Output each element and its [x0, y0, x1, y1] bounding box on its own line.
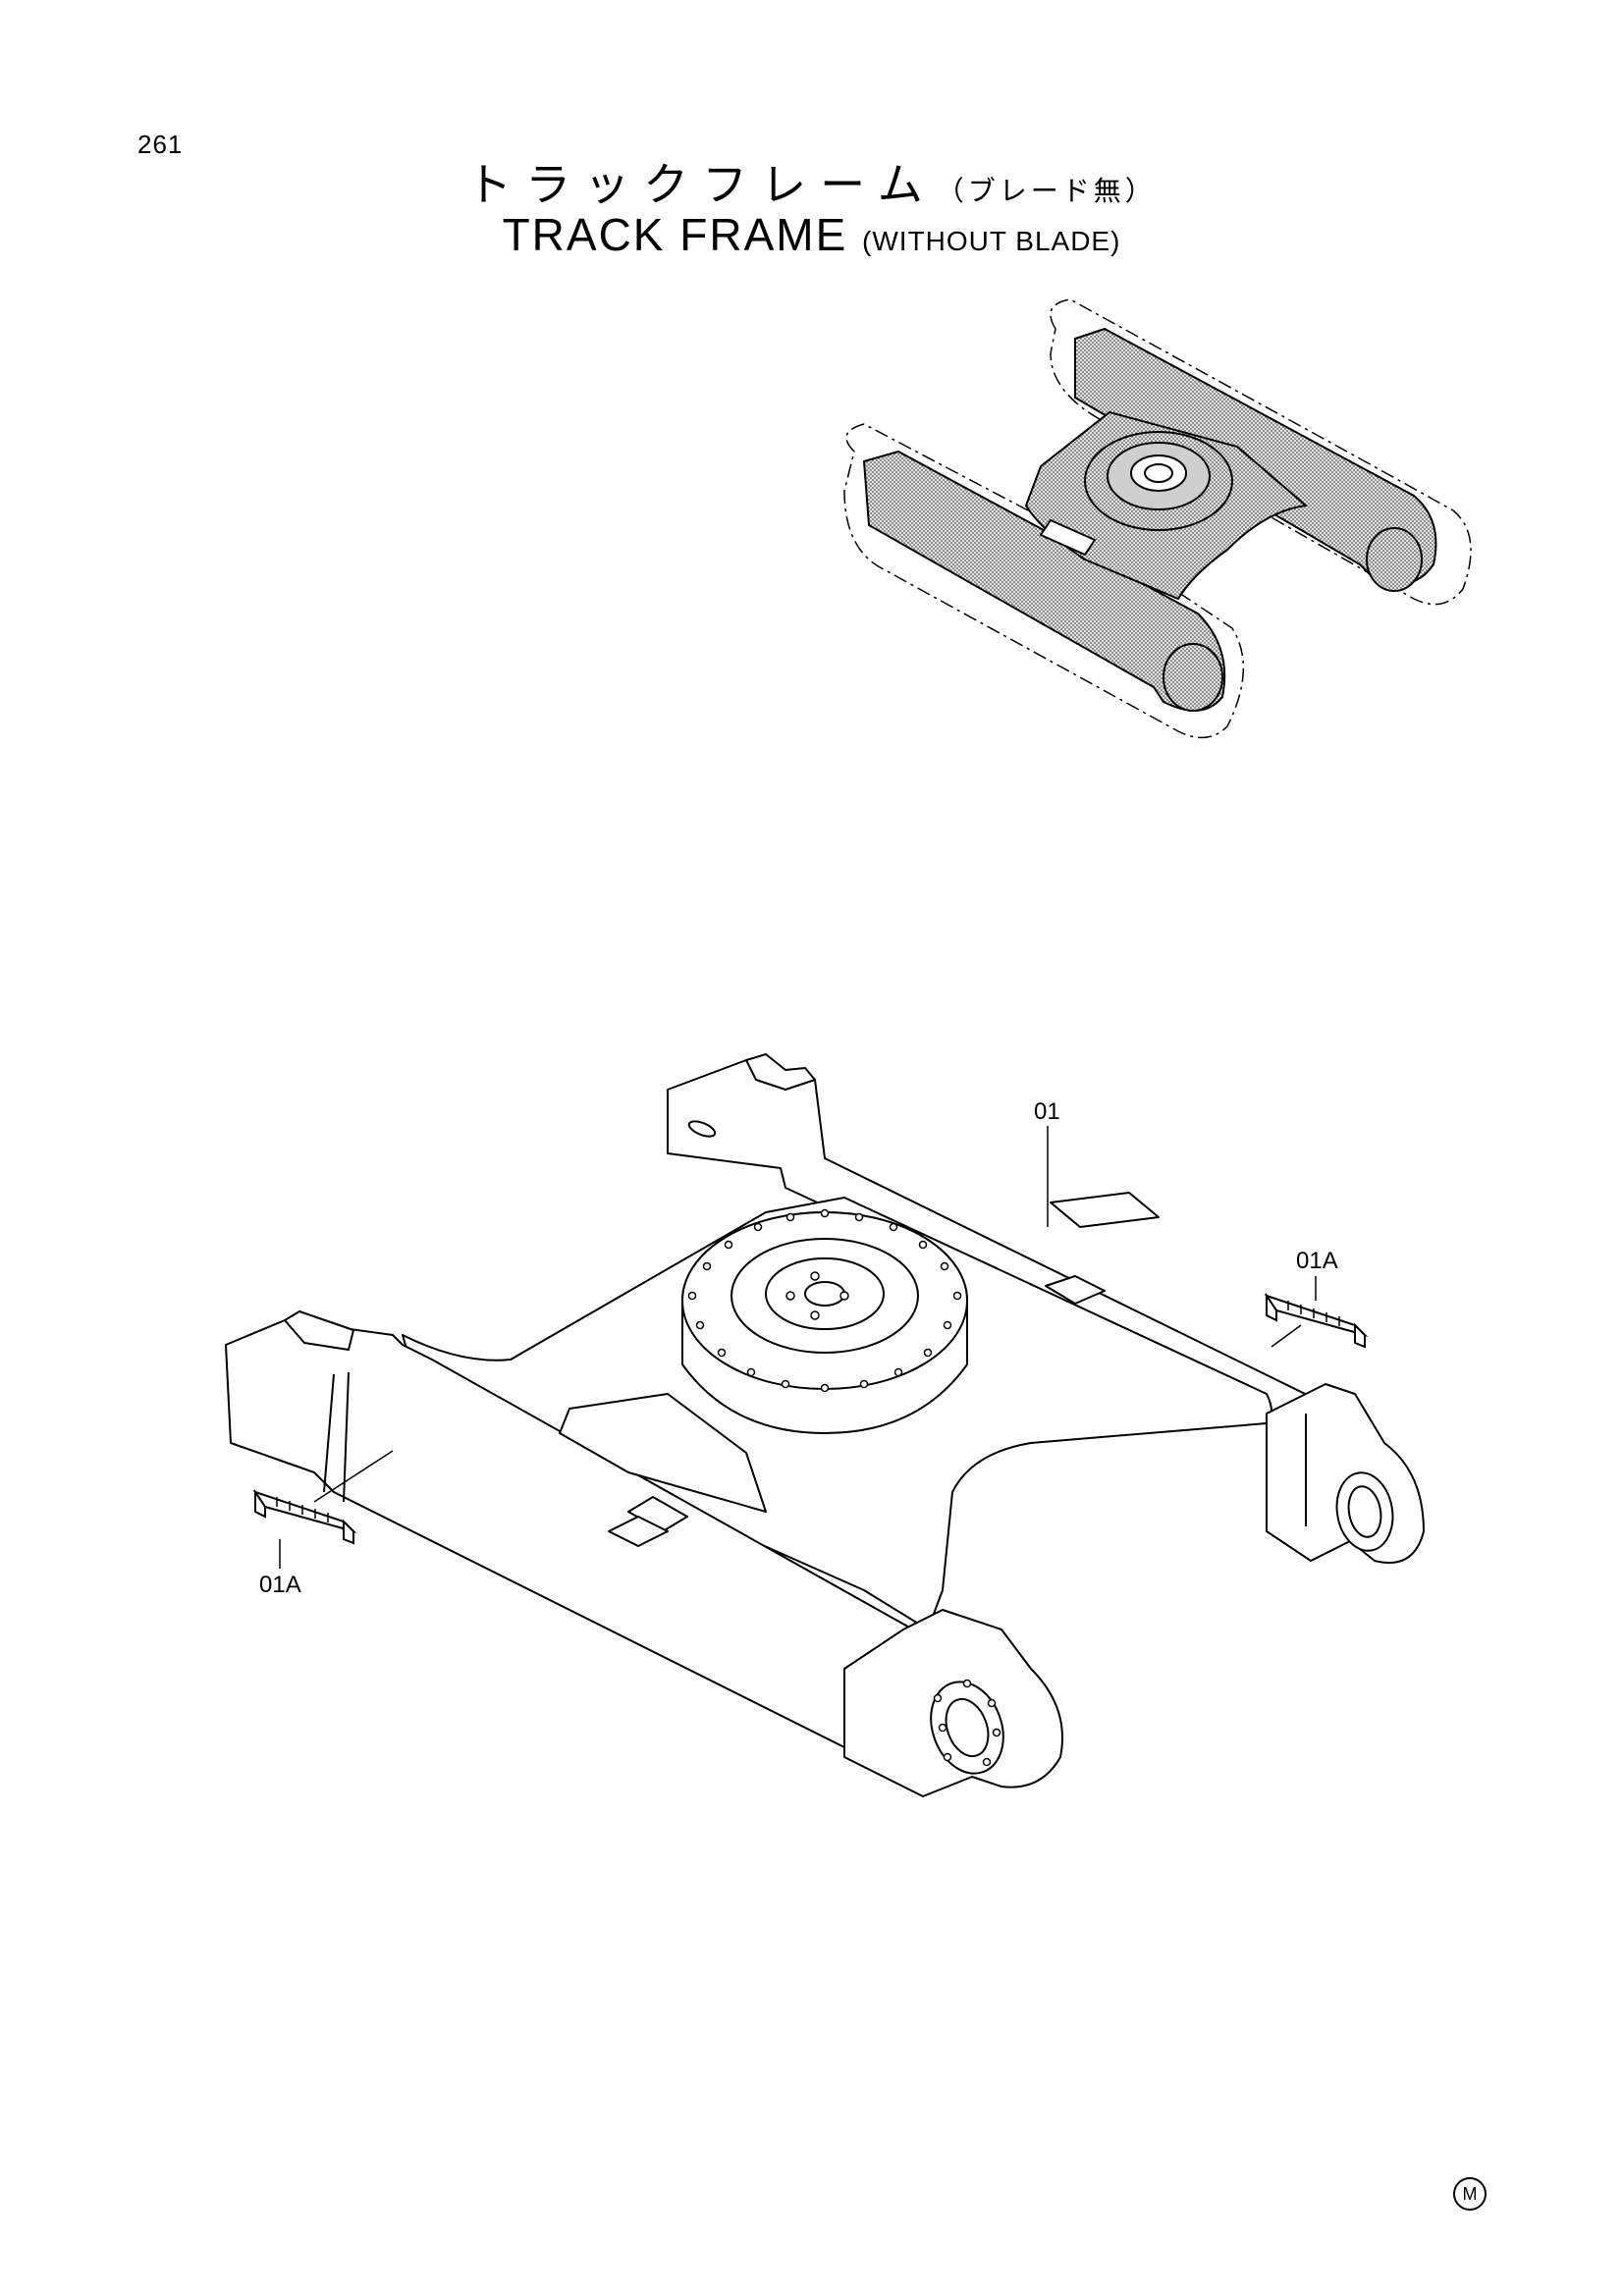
center-window-right — [1050, 1192, 1160, 1228]
callout-cover-left: 01A — [259, 1572, 301, 1598]
swing-circle-bolt-holes — [687, 1208, 962, 1393]
title-en-sub: (WITHOUT BLADE) — [862, 226, 1121, 256]
page-title-english: TRACK FRAME (WITHOUT BLADE) — [0, 208, 1623, 261]
center-window-left — [559, 1393, 767, 1513]
callout-frame: 01 — [1034, 1098, 1060, 1125]
swing-circle-hole — [804, 1281, 845, 1307]
title-en-main: TRACK FRAME — [502, 209, 848, 260]
overview-side-frame-left — [862, 450, 1226, 712]
title-jp-sub: （ブレード無） — [936, 175, 1157, 207]
corner-mark: M — [1453, 2177, 1487, 2211]
lower-beam-bracket — [284, 1310, 354, 1351]
leader-lines — [279, 1126, 1317, 1569]
track-guard-left — [252, 1488, 357, 1545]
callout-cover-right: 01A — [1296, 1248, 1338, 1274]
page-title-japanese: トラックフレーム（ブレード無） — [0, 149, 1623, 214]
overview-track-outline — [843, 298, 1472, 739]
title-jp-main: トラックフレーム — [466, 158, 937, 211]
upper-beam-bracket — [745, 1053, 816, 1091]
overview-illustration — [843, 298, 1472, 739]
overview-idler-boss-left — [1163, 643, 1223, 712]
track-guard-right — [1264, 1292, 1369, 1349]
page-number: 261 — [137, 130, 184, 159]
main-track-frame-drawing — [225, 1053, 1425, 1797]
overview-idler-boss-right — [1366, 527, 1423, 592]
